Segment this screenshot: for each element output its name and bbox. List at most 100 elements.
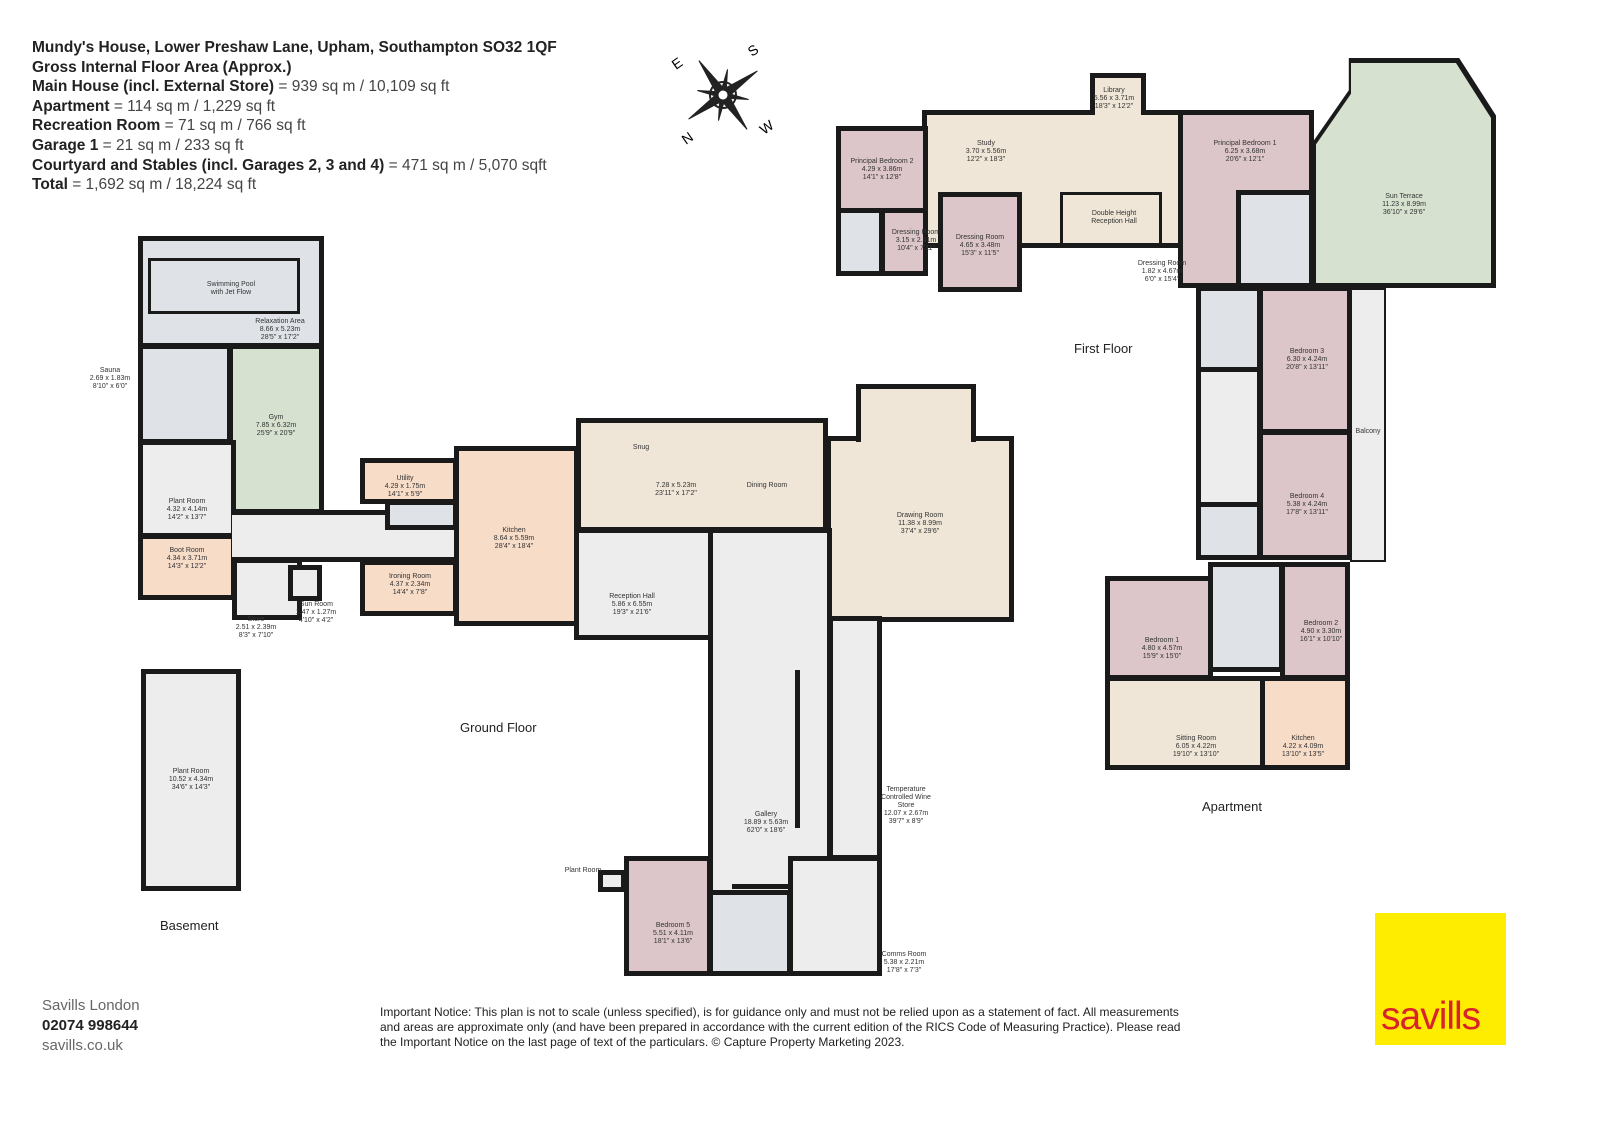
label-snug: Snug <box>632 444 650 451</box>
label-double-height-hall: Double Height Reception Hall <box>1091 210 1137 225</box>
room-wine-store <box>828 616 882 860</box>
room-ironing <box>360 560 458 616</box>
area-value: = 939 sq m / 10,109 sq ft <box>278 78 450 96</box>
room-sauna <box>138 344 232 444</box>
first-floor-label: First Floor <box>1074 341 1133 356</box>
room-plant-basement <box>141 669 241 891</box>
sun-terrace-fill <box>1316 63 1491 283</box>
room-plant-ground <box>138 440 236 538</box>
bedroom-4-ensuite <box>1196 502 1262 560</box>
area-value: = 71 sq m / 766 sq ft <box>164 117 306 135</box>
office-name: Savills London <box>42 997 140 1014</box>
room-bedroom-5 <box>624 856 712 976</box>
room-gun <box>288 565 322 601</box>
area-summary: Mundy's House, Lower Preshaw Lane, Upham… <box>32 38 557 195</box>
bedroom-5-ensuite <box>708 890 792 976</box>
area-label: Total <box>32 176 68 194</box>
area-value: = 1,692 sq m / 18,224 sq ft <box>72 176 257 194</box>
area-value: = 21 sq m / 233 sq ft <box>102 136 244 154</box>
room-gallery <box>708 528 832 898</box>
room-double-height-hall <box>1060 192 1162 246</box>
compass-w: W <box>757 116 778 137</box>
label-balcony: Balcony <box>1355 428 1381 435</box>
cloakroom <box>385 500 458 530</box>
area-value: = 114 sq m / 1,229 sq ft <box>113 97 276 115</box>
ground-floor-label: Ground Floor <box>460 720 537 735</box>
area-label: Courtyard and Stables (incl. Garages 2, … <box>32 156 385 174</box>
compass-e: E <box>669 54 686 72</box>
pb1-ensuite <box>1236 190 1314 288</box>
room-sitting <box>1105 676 1265 770</box>
room-drawing-bay <box>856 384 976 442</box>
compass-n: N <box>679 129 696 148</box>
website-link[interactable]: savills.co.uk <box>42 1037 123 1054</box>
room-library <box>1090 73 1146 115</box>
room-plant-small <box>598 870 626 892</box>
address: Mundy's House, Lower Preshaw Lane, Upham… <box>32 39 557 56</box>
gross-area-title: Gross Internal Floor Area (Approx.) <box>32 58 292 76</box>
room-balcony <box>1350 288 1386 562</box>
logo-text: savills <box>1381 995 1481 1038</box>
label-dining: Dining Room <box>746 482 788 489</box>
apt-bathroom <box>1208 562 1284 672</box>
bedroom-3-ensuite <box>1196 286 1262 372</box>
compass-s: S <box>745 45 762 59</box>
area-label: Main House (incl. External Store) <box>32 78 275 96</box>
gallery-partition <box>732 884 794 889</box>
compass-rose-icon: E S N W <box>669 45 778 148</box>
apartment-label: Apartment <box>1202 799 1262 814</box>
room-bedroom-4 <box>1258 430 1352 560</box>
room-apt-kitchen <box>1260 676 1350 770</box>
area-value: = 471 sq m / 5,070 sqft <box>388 156 547 174</box>
corridor <box>232 510 462 562</box>
room-apt-bedroom-1 <box>1105 576 1213 680</box>
area-label: Recreation Room <box>32 117 161 135</box>
area-label: Apartment <box>32 97 110 115</box>
agent-contact: Savills London 02074 998644 savills.co.u… <box>42 996 140 1056</box>
swimming-pool <box>148 258 300 314</box>
room-reception-hall <box>574 528 714 640</box>
phone-number[interactable]: 02074 998644 <box>42 1017 138 1034</box>
room-kitchen <box>454 446 579 626</box>
room-dressing-a <box>880 208 928 276</box>
basement-label: Basement <box>160 918 219 933</box>
important-notice: Important Notice: This plan is not to sc… <box>380 1005 1181 1049</box>
room-dressing-b <box>938 192 1022 292</box>
room-comms <box>788 856 882 976</box>
gallery-partition <box>795 670 800 828</box>
area-label: Garage 1 <box>32 136 99 154</box>
pb2-ensuite <box>836 208 884 276</box>
savills-logo: savills <box>1375 913 1506 1045</box>
